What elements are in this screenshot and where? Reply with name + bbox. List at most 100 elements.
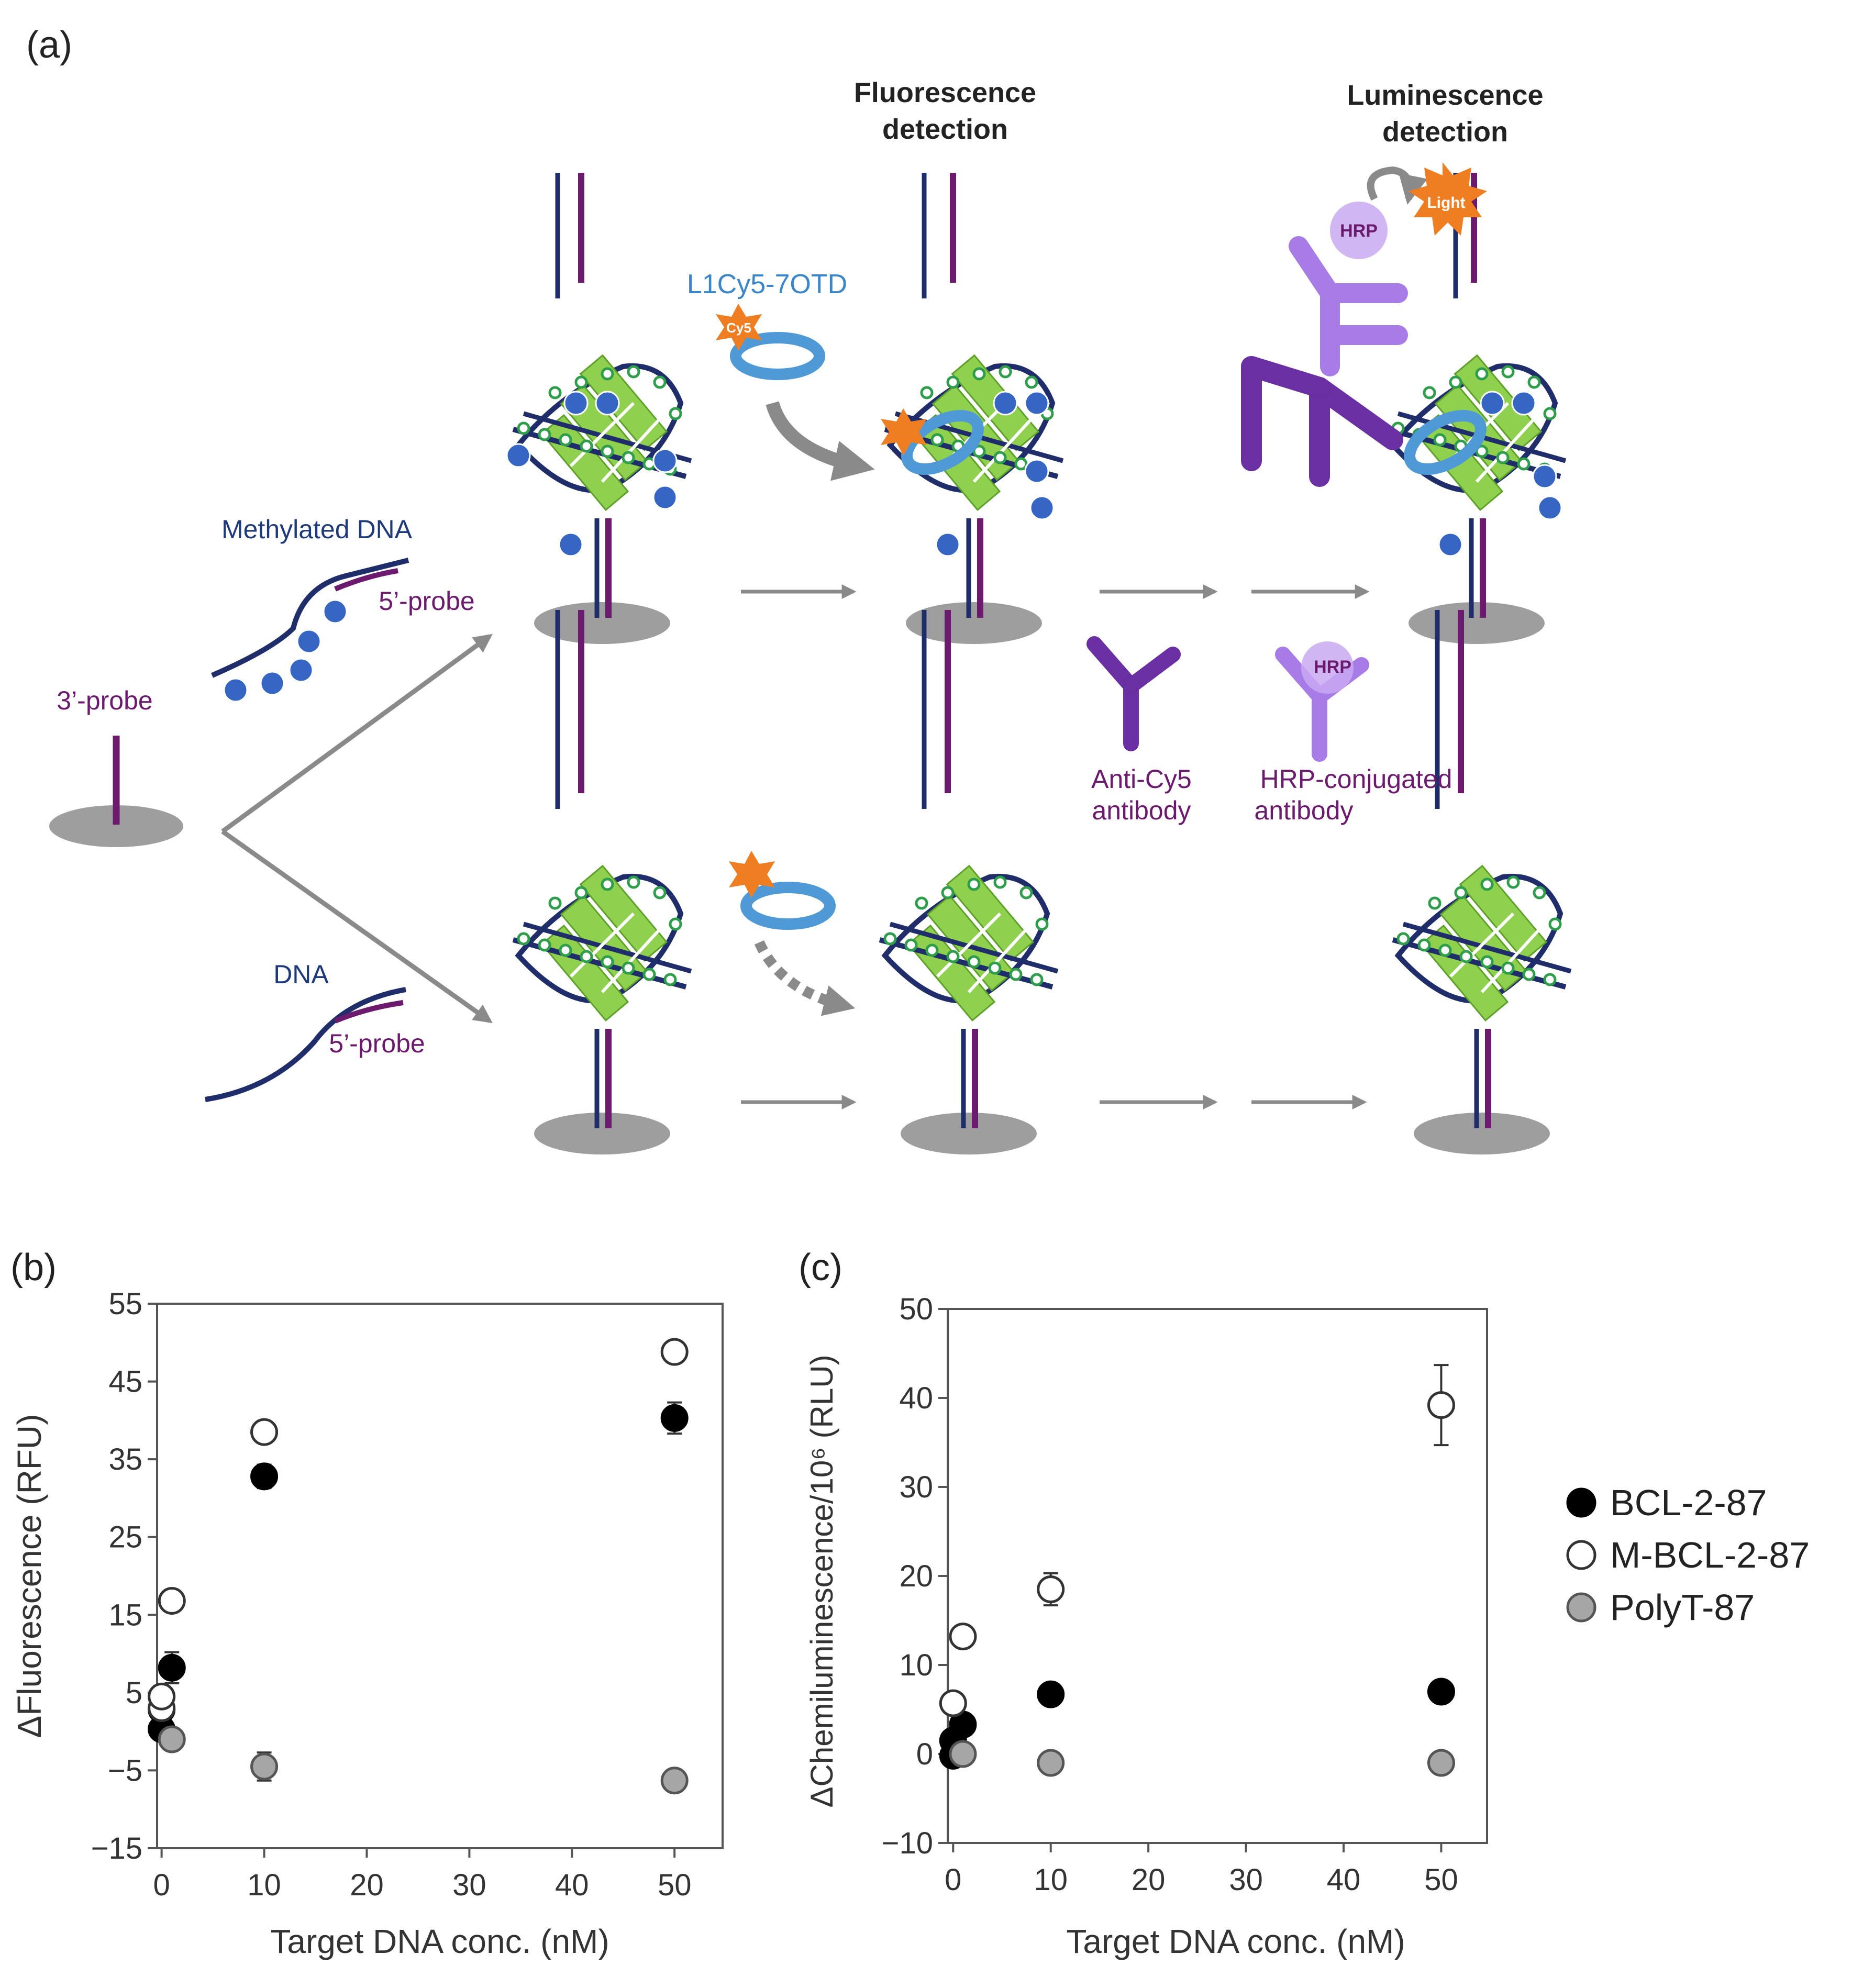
y-tick-label: 40 [899,1381,933,1415]
y-tick-label: 25 [108,1520,142,1554]
ch3-group-icon [1024,459,1049,484]
data-point [660,1404,689,1432]
ch3-group-icon [1029,495,1055,520]
x-tick-label: 40 [1327,1863,1361,1897]
data-point [660,1338,689,1366]
hrp-label-legend: HRP [1314,657,1351,677]
x-tick-label: 20 [1132,1863,1166,1897]
data-point [949,1740,977,1768]
fluorescence-heading: Fluorescence [854,77,1036,108]
antibody-complex [1241,236,1408,487]
anti-cy5-label: Anti-Cy5 [1091,764,1192,794]
x-tick-label: 30 [1229,1863,1263,1897]
ch3-group-icon [296,629,321,654]
data-point [1037,1749,1065,1777]
ch3-group-icon [223,678,248,703]
probe3-label: 3’-probe [57,686,152,715]
ch3-group-icon [1480,391,1505,416]
x-tick-label: 50 [1424,1863,1458,1897]
data-point [1037,1680,1065,1708]
panel-label-c: (c) [799,1247,842,1289]
chart-c-xticks: 0 10 20 30 40 50 [945,1843,1458,1897]
data-point [250,1462,279,1491]
x-tick-label: 20 [350,1868,384,1902]
y-tick-label: 50 [899,1292,933,1326]
luminescence-heading-2: detection [1382,116,1508,148]
l1cy5-label: L1Cy5-7OTD [687,269,847,299]
light-burst-icon [1409,162,1487,236]
binding-arrow-top [766,401,875,481]
schematic-panel: (a) Fluorescence detection Luminescence … [26,24,1571,1154]
data-point [250,1418,279,1446]
y-tick-label: 10 [899,1648,933,1682]
data-point [1427,1391,1455,1419]
bottom-structure-2 [880,610,1058,1154]
chart-b-points [148,1338,689,1795]
ch3-group-icon [595,391,620,416]
hrp-enzyme-icon [1301,641,1354,694]
ch3-group-icon [323,599,348,624]
hrp-enzyme-icon [1330,202,1388,259]
ch3-group-icon [1438,532,1463,557]
legend-label: BCL-2-87 [1610,1482,1767,1523]
no-binding-arrow-bottom [754,940,856,1016]
start-probe-surface [49,736,183,847]
ch3-group-icon [1532,464,1557,489]
chart-c-xlabel: Target DNA conc. (nM) [1066,1923,1405,1960]
cy5-dye-icon [729,851,775,898]
x-tick-label: 40 [555,1868,589,1902]
chart-c-points [939,1364,1455,1777]
data-point [1427,1749,1455,1777]
x-tick-label: 0 [945,1863,961,1897]
top-structure-1 [506,173,691,644]
ch3-group-icon [1511,391,1536,416]
x-tick-label: 0 [153,1868,170,1902]
chart-c: (c) −10 0 10 20 30 40 50 0 10 20 30 40 50 Target DN… [799,1247,1488,1960]
anti-cy5-label-2: antibody [1092,796,1191,825]
process-arrows [741,584,1370,1109]
legend-label: PolyT-87 [1610,1587,1755,1628]
cy5-dye-icon [716,304,762,351]
chart-b-frame [156,1303,724,1849]
probe5-top-label: 5’-probe [379,586,474,616]
y-tick-label: 30 [899,1470,933,1504]
chart-b-xlabel: Target DNA conc. (nM) [270,1923,609,1960]
data-point [158,1725,186,1753]
data-point [148,1682,176,1711]
l1cy5-ligand-top: Cy5 [716,304,825,380]
y-tick-label: 35 [108,1442,142,1476]
panel-label-a: (a) [26,24,72,66]
methylated-dna-label: Methylated DNA [221,515,413,544]
x-tick-label: 50 [658,1868,692,1902]
data-point [939,1689,967,1717]
anti-cy5-antibody-icon [1086,636,1181,751]
y-tick-label: 55 [108,1287,142,1321]
light-label: Light [1427,194,1465,212]
top-structure-2 [881,173,1063,644]
data-point [158,1587,186,1615]
legend-label: M-BCL-2-87 [1610,1535,1810,1575]
panel-label-b: (b) [10,1247,57,1289]
chart-c-frame [947,1308,1488,1844]
cy5-dye-icon [881,408,927,456]
ch3-group-icon [563,391,589,416]
y-tick-label: −10 [882,1826,933,1860]
bottom-structure-1 [513,610,691,1154]
ch3-group-icon [289,658,314,683]
probe5-bottom-label: 5’-probe [329,1029,425,1058]
dna-target: DNA 5’-probe [205,960,425,1102]
hrp-antibody-label-2: antibody [1254,796,1353,825]
x-tick-label: 10 [1034,1863,1068,1897]
data-point [158,1653,186,1682]
x-tick-label: 30 [452,1868,486,1902]
y-tick-label: 20 [899,1559,933,1593]
y-tick-label: 5 [126,1676,142,1710]
light-reaction-arrow [1367,166,1428,205]
y-tick-label: 45 [108,1365,142,1399]
branch-arrow-down [221,829,493,1024]
